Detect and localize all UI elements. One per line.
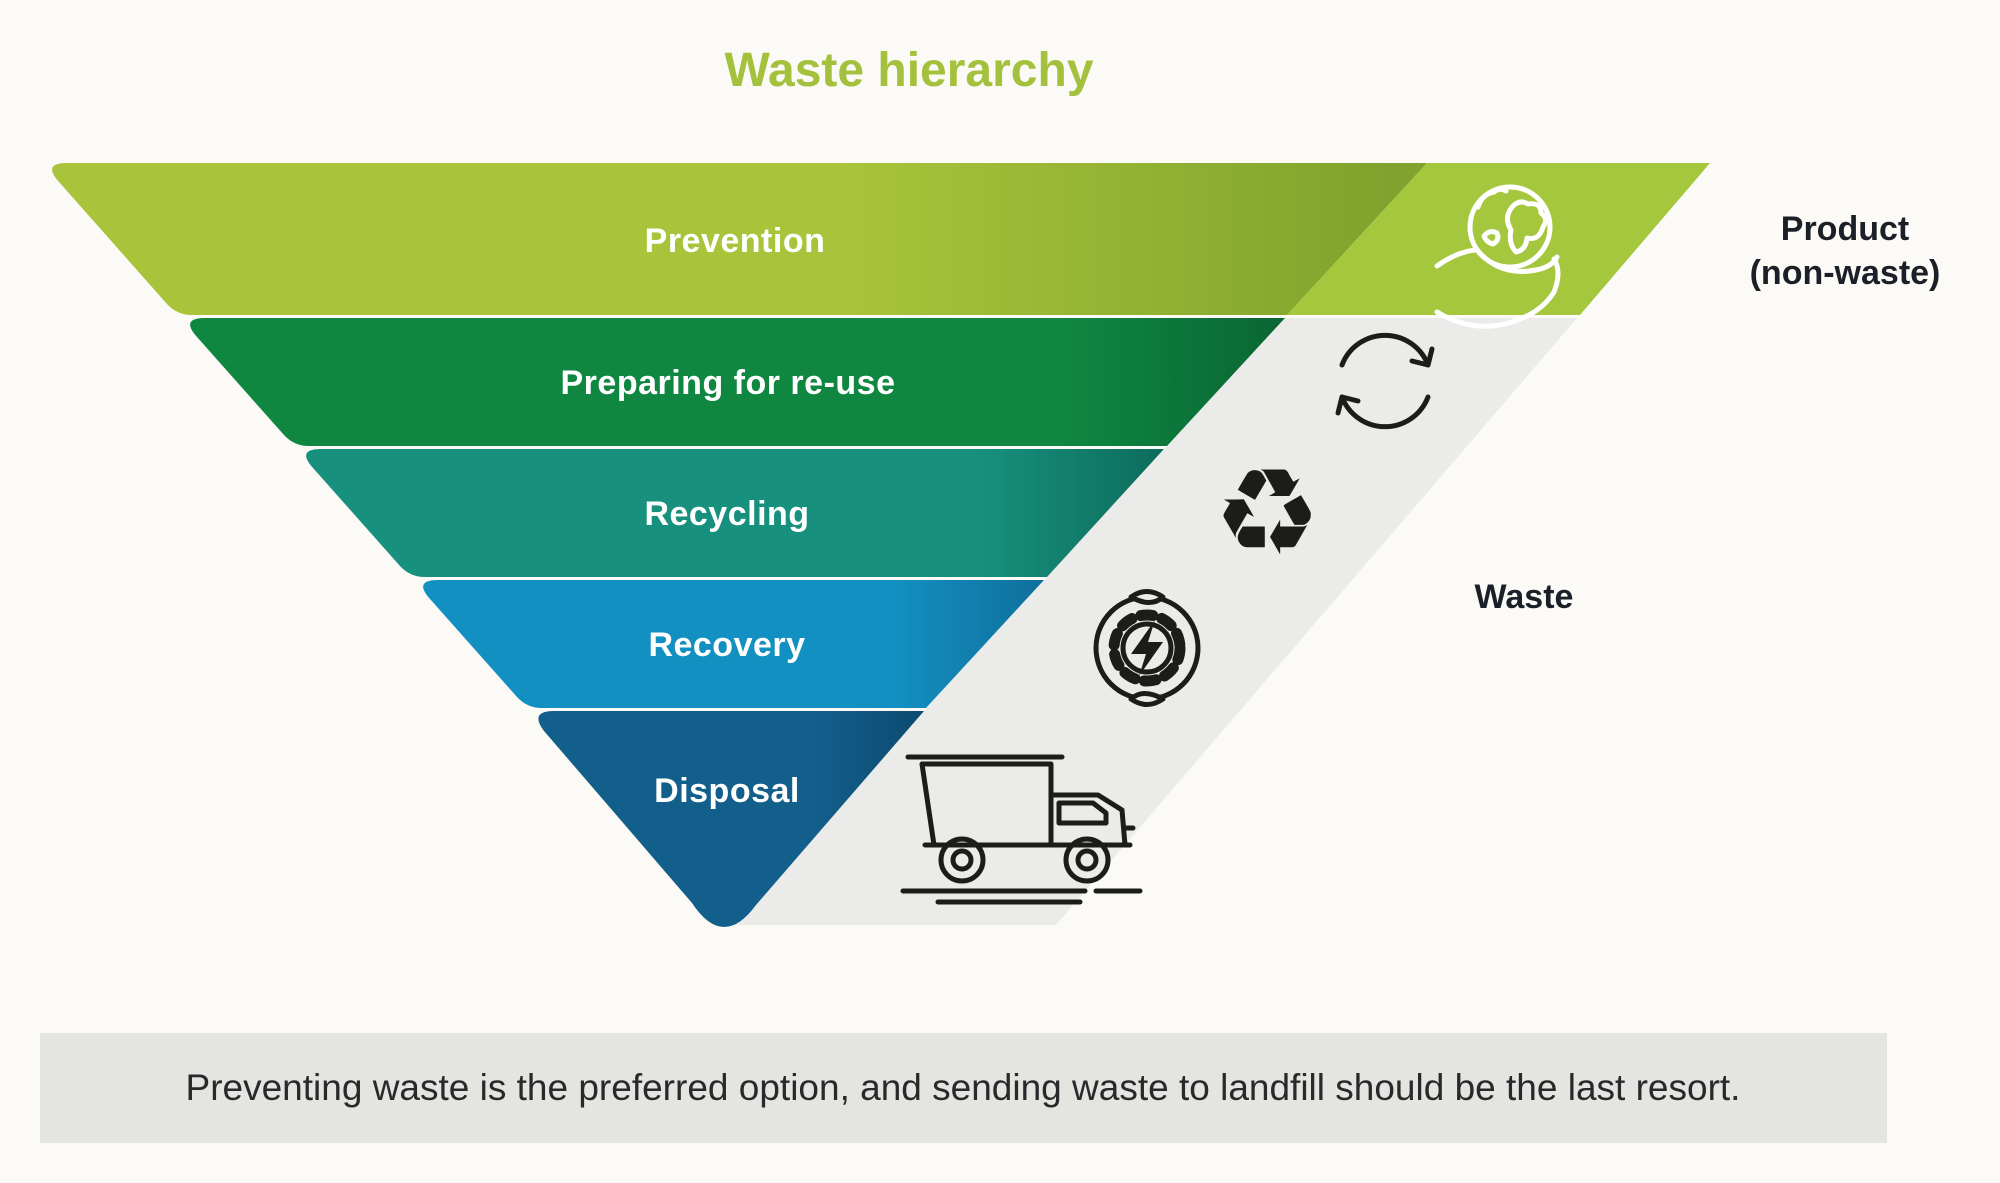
funnel-level-preparing-label: Preparing for re-use	[561, 364, 896, 402]
waste-label: Waste	[1475, 578, 1574, 616]
funnel-level-recovery-label: Recovery	[648, 626, 805, 664]
caption-text: Preventing waste is the preferred option…	[186, 1067, 1741, 1108]
funnel-level-preparing-shape	[190, 318, 1286, 446]
page-title: Waste hierarchy	[724, 44, 1093, 97]
energy-recovery-gear-icon	[1093, 589, 1201, 707]
caption-bar	[40, 1033, 1887, 1143]
funnel-level-recycling-shape	[306, 449, 1165, 577]
waste-channel-band	[727, 318, 1577, 925]
recycling-symbol-icon: ♻	[1213, 444, 1321, 583]
globe-in-hand-icon	[1434, 184, 1561, 329]
reuse-cycle-arrows-icon	[1335, 332, 1435, 430]
funnel-level-recycling-label: Recycling	[644, 495, 809, 533]
garbage-truck-icon	[900, 754, 1143, 905]
product-label-line1: Product	[1781, 210, 1909, 248]
funnel-level-prevention-label: Prevention	[645, 222, 826, 260]
product-label-line2: (non-waste)	[1750, 254, 1941, 292]
funnel-level-disposal-label: Disposal	[654, 772, 800, 810]
funnel-level-prevention-shape	[52, 163, 1428, 315]
funnel-level-disposal-shape	[538, 711, 924, 928]
funnel-level-recovery-shape	[423, 580, 1045, 708]
